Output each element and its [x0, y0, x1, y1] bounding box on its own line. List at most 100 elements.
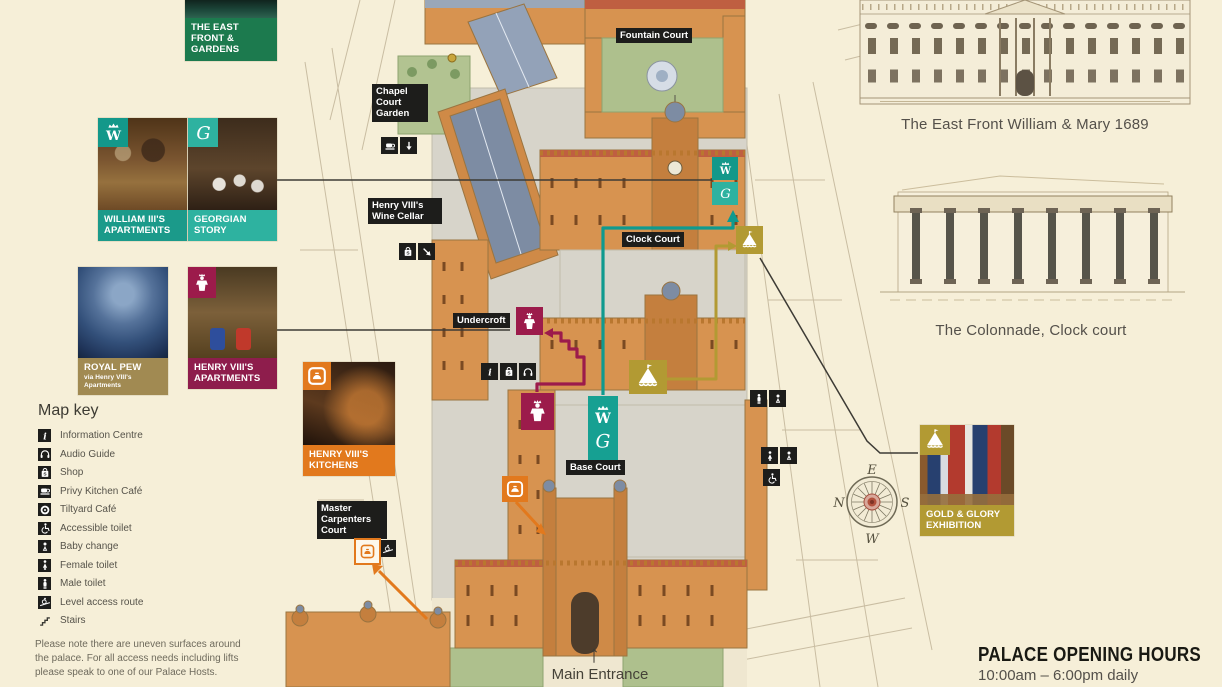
female-toilet-icon	[761, 447, 778, 464]
baby-change-icon	[769, 390, 786, 407]
map-key-item: Privy Kitchen Café	[38, 484, 143, 498]
palace-buildings	[285, 0, 768, 687]
info-icon: i	[38, 429, 51, 442]
crown-w-icon: W	[591, 403, 615, 427]
label-undercroft: Undercroft	[453, 313, 510, 329]
compass-east: E	[866, 463, 877, 478]
svg-text:S: S	[43, 471, 47, 477]
compass-west: W	[865, 532, 880, 547]
wine-cellar-facilities: S	[399, 243, 435, 260]
knight-icon	[191, 272, 213, 294]
henry-kitchens-label: HENRY VIII'S KITCHENS	[303, 445, 395, 477]
tent-icon	[923, 428, 947, 452]
map-key-item: Accessible toilet	[38, 521, 143, 535]
female-icon	[38, 558, 51, 572]
map-key-item: S Shop	[38, 466, 143, 479]
knight-icon	[524, 398, 551, 425]
label-fountain-court: Fountain Court	[616, 28, 693, 44]
compass-rose: E S W N	[832, 463, 909, 547]
badge-knight-undercroft	[516, 307, 543, 335]
accessible-icon	[38, 521, 51, 535]
svg-text:G: G	[196, 123, 210, 144]
compass-south: S	[901, 496, 910, 511]
badge-tent-base	[629, 360, 667, 394]
info-icon: i	[481, 363, 498, 380]
accessible-toilet-marker	[763, 469, 780, 486]
colonnade-caption: The Colonnade, Clock court	[935, 322, 1127, 339]
royal-pew-title: ROYAL PEW	[84, 362, 142, 373]
crown-w-badge: W	[98, 118, 128, 147]
svg-text:i: i	[488, 368, 492, 378]
label-master-carpenters: Master Carpenters Court	[317, 501, 387, 539]
base-court-facilities: i S	[481, 363, 536, 380]
level-access-icon	[379, 540, 396, 557]
map-key-label: Information Centre	[60, 430, 143, 441]
script-g-badge: G	[188, 118, 218, 147]
badge-tent-clock	[736, 226, 763, 254]
georgian-story-label: GEORGIAN STORY	[188, 210, 277, 242]
main-entrance-label: Main Entrance	[551, 666, 649, 683]
map-key-item: Male toilet	[38, 577, 143, 590]
pot-icon	[359, 543, 376, 560]
shop-icon: S	[399, 243, 416, 260]
svg-text:S: S	[406, 250, 410, 256]
shop-icon: S	[38, 466, 51, 479]
audio-guide-icon	[519, 363, 536, 380]
privy-cafe-icon	[381, 137, 398, 154]
accessible-toilet-icon	[763, 469, 780, 486]
audio-icon	[38, 447, 51, 461]
pot-icon	[505, 479, 525, 499]
map-key-label: Tiltyard Café	[60, 504, 117, 515]
card-gold-glory: GOLD & GLORY EXHIBITION	[920, 425, 1014, 537]
colonnade-illustration	[880, 175, 1185, 301]
map-key-label: Shop	[60, 467, 84, 478]
card-henry-apartments: HENRY VIII'S APARTMENTS	[188, 267, 277, 390]
blue-chair	[210, 328, 225, 350]
label-clock-court: Clock Court	[622, 232, 684, 248]
east-front-gardens-photo	[185, 0, 277, 18]
accessibility-note: Please note there are uneven surfaces ar…	[35, 639, 241, 678]
map-key-item: Tiltyard Café	[38, 503, 143, 516]
royal-pew-label: ROYAL PEW via Henry VIII's Apartments	[78, 358, 168, 395]
svg-text:G: G	[596, 432, 611, 453]
william-apartments-label: WILLIAM III'S APARTMENTS	[98, 210, 187, 242]
tent-icon	[739, 230, 760, 251]
tent-icon	[634, 363, 662, 391]
map-key-label: Privy Kitchen Café	[60, 485, 143, 497]
map-key-label: Stairs	[60, 615, 86, 626]
svg-text:i: i	[43, 432, 47, 442]
baby-icon	[38, 540, 51, 553]
script-g-icon: G	[712, 182, 738, 205]
knight-badge	[188, 267, 216, 298]
royal-pew-photo	[78, 267, 168, 358]
card-east-front-gardens: THE EAST FRONT & GARDENS	[185, 0, 277, 61]
map-key-label: Level access route	[60, 596, 144, 608]
gold-glory-label: GOLD & GLORY EXHIBITION	[920, 505, 1014, 537]
east-front-gardens-label: THE EAST FRONT & GARDENS	[185, 18, 277, 61]
visitor-routes	[372, 210, 739, 621]
badge-knight-route	[521, 393, 554, 430]
toilets-north	[750, 390, 786, 407]
map-key-title: Map key	[38, 402, 99, 419]
crown-w-icon: W	[712, 157, 738, 180]
compass-north: N	[832, 496, 845, 511]
male-toilet-icon	[750, 390, 767, 407]
cafe-icon	[38, 484, 51, 498]
opening-hours-value: 10:00am – 6:00pm daily	[978, 667, 1139, 684]
label-wine-cellar: Henry VIII's Wine Cellar	[368, 198, 442, 225]
stairs-icon	[38, 614, 51, 627]
card-royal-pew: ROYAL PEW via Henry VIII's Apartments	[78, 267, 168, 395]
red-chair	[236, 328, 251, 350]
label-chapel-court-garden: Chapel Court Garden	[372, 84, 428, 122]
map-key-label: Accessible toilet	[60, 522, 132, 534]
level-access-marker	[379, 540, 396, 557]
arrow-diag-icon	[418, 243, 435, 260]
script-g-icon: G	[591, 429, 615, 453]
map-key-label: Audio Guide	[60, 448, 116, 460]
badge-pot-carpenters	[354, 538, 381, 565]
royal-pew-subtitle: via Henry VIII's Apartments	[84, 374, 132, 389]
map-key-item: Level access route	[38, 595, 144, 609]
